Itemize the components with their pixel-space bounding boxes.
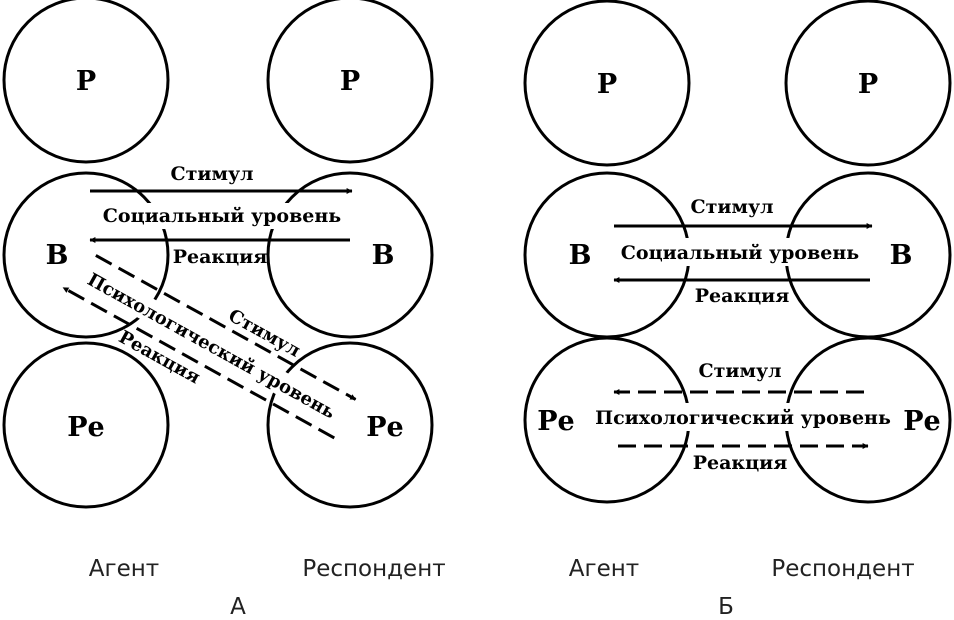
social-level-label-a: Социальный уровень xyxy=(103,205,342,227)
parent-circle-agent-a xyxy=(2,0,170,164)
ego-adult-respondent-b: В xyxy=(890,240,913,271)
ego-child-respondent-a: Ре xyxy=(366,412,403,443)
ego-child-agent-b: Ре xyxy=(537,406,574,437)
ego-child-respondent-b: Ре xyxy=(903,406,940,437)
child-circle-respondent-a xyxy=(266,341,434,509)
psych-level-label-b: Психологический уровень xyxy=(595,407,891,429)
ego-parent-agent-a: Р xyxy=(76,66,96,97)
social-reaction-label-a: Реакция xyxy=(173,246,268,268)
social-stimulus-label-a: Стимул xyxy=(170,163,253,185)
respondent-caption-b: Респондент xyxy=(771,556,914,582)
ego-parent-respondent-a: Р xyxy=(340,66,360,97)
social-level-label-b: Социальный уровень xyxy=(621,242,860,264)
respondent-caption-a: Респондент xyxy=(302,556,445,582)
parent-circle-agent-b xyxy=(523,0,691,167)
panel-a: Р Р В В Ре Ре Стимул Социальный уровень … xyxy=(2,0,446,620)
adult-circle-respondent-a xyxy=(266,171,434,339)
psych-reaction-label-b: Реакция xyxy=(693,452,788,474)
panel-label-a: А xyxy=(230,594,246,620)
social-level-bg-b xyxy=(628,238,852,266)
parent-circle-respondent-a xyxy=(266,0,434,164)
ego-child-agent-a: Ре xyxy=(67,412,104,443)
parent-circle-respondent-b xyxy=(784,0,952,167)
agent-caption-b: Агент xyxy=(569,556,639,582)
panel-label-b: Б xyxy=(718,594,734,620)
ego-adult-agent-a: В xyxy=(46,240,69,271)
panel-b: Р Р В В Ре Ре Стимул Социальный уровень … xyxy=(523,0,952,620)
social-stimulus-label-b: Стимул xyxy=(690,196,773,218)
ego-adult-respondent-a: В xyxy=(372,240,395,271)
ego-parent-agent-b: Р xyxy=(597,69,617,100)
social-reaction-label-b: Реакция xyxy=(695,285,790,307)
ego-parent-respondent-b: Р xyxy=(858,69,878,100)
child-circle-agent-a xyxy=(2,341,170,509)
psych-stimulus-arrow-a xyxy=(95,254,357,401)
psych-level-bg-a xyxy=(108,280,316,410)
psych-level-bg-b xyxy=(606,403,880,431)
ego-adult-agent-b: В xyxy=(569,240,592,271)
social-level-bg-a xyxy=(108,203,338,229)
psych-stimulus-label-b: Стимул xyxy=(698,360,781,382)
agent-caption-a: Агент xyxy=(89,556,159,582)
